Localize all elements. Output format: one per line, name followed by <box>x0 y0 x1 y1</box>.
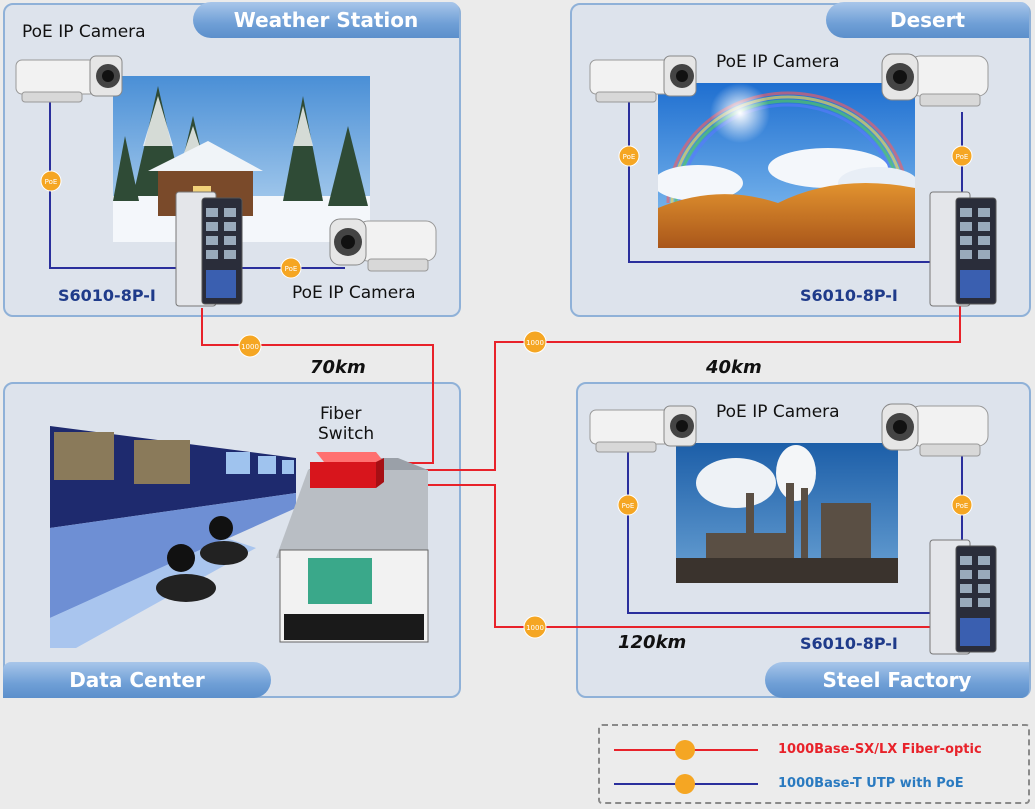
switch-model-label: S6010-8P-I <box>58 286 156 305</box>
ip-camera-icon <box>881 53 989 107</box>
fiber-switch-label: Fiber <box>320 404 362 424</box>
ip-camera-icon <box>589 55 697 103</box>
weather-station-title: Weather Station <box>193 2 459 38</box>
svg-text:PoE: PoE <box>45 178 58 186</box>
camera-label: PoE IP Camera <box>716 402 840 422</box>
ip-camera-icon <box>881 403 989 457</box>
distance-label: 70km <box>310 357 366 378</box>
legend-utp-label: 1000Base-T UTP with PoE <box>778 776 964 791</box>
fiber-switch-icon <box>310 452 384 488</box>
svg-text:PoE: PoE <box>623 153 636 161</box>
poe-badge-icon: PoE <box>617 494 639 516</box>
svg-text:PoE: PoE <box>285 265 298 273</box>
ip-camera-icon <box>329 218 437 272</box>
industrial-switch-icon <box>929 191 997 307</box>
fiber-badge-icon: 1000 <box>238 334 262 358</box>
control-room-illustration <box>50 426 429 648</box>
camera-label: PoE IP Camera <box>22 22 146 42</box>
svg-text:1000: 1000 <box>526 339 544 347</box>
poe-badge-icon: PoE <box>951 494 973 516</box>
industrial-switch-icon <box>175 191 243 307</box>
svg-text:PoE: PoE <box>622 502 635 510</box>
desert-title: Desert <box>826 2 1029 38</box>
data-center-title: Data Center <box>3 662 271 698</box>
fiber-badge-icon: 1000 <box>523 330 547 354</box>
legend <box>598 724 1030 804</box>
poe-badge-icon: PoE <box>951 145 973 167</box>
industrial-switch-icon <box>929 539 997 655</box>
poe-badge-icon: PoE <box>280 257 302 279</box>
poe-badge-icon: PoE <box>618 145 640 167</box>
svg-text:1000: 1000 <box>241 343 259 351</box>
camera-label: PoE IP Camera <box>292 283 416 303</box>
fiber-switch-label: Switch <box>318 424 375 444</box>
legend-fiber-label: 1000Base-SX/LX Fiber-optic <box>778 742 982 757</box>
svg-text:PoE: PoE <box>956 153 969 161</box>
poe-badge-icon: PoE <box>40 170 62 192</box>
ip-camera-icon <box>15 55 123 103</box>
svg-text:1000: 1000 <box>526 624 544 632</box>
ip-camera-icon <box>589 405 697 453</box>
switch-model-label: S6010-8P-I <box>800 634 898 653</box>
fiber-badge-icon: 1000 <box>523 615 547 639</box>
desert-image <box>658 83 915 248</box>
distance-label: 120km <box>618 632 687 653</box>
steel-factory-title: Steel Factory <box>765 662 1029 698</box>
svg-text:PoE: PoE <box>956 502 969 510</box>
switch-model-label: S6010-8P-I <box>800 286 898 305</box>
distance-label: 40km <box>706 357 762 378</box>
legend-lines <box>614 740 758 794</box>
factory-image <box>676 443 898 583</box>
camera-label: PoE IP Camera <box>716 52 840 72</box>
